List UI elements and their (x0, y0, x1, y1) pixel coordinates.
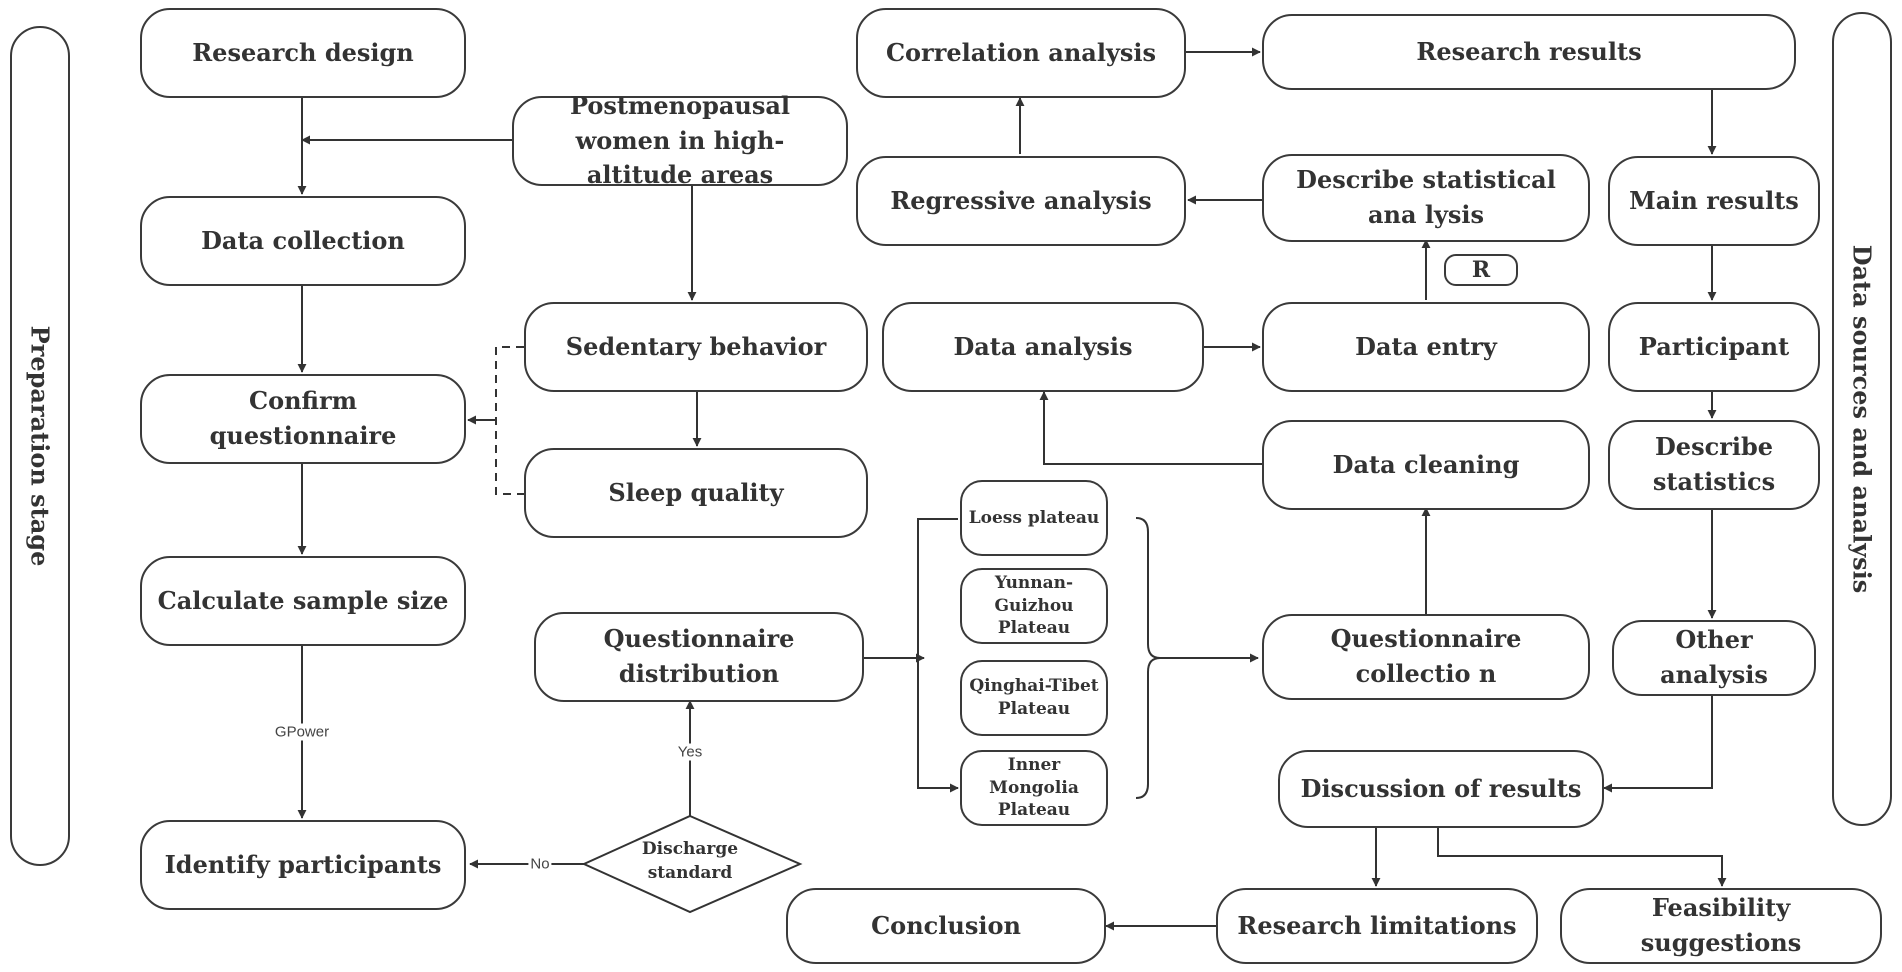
preparation-stage-band: Preparation stage (10, 26, 70, 866)
gpower-edge-label: GPower (272, 723, 332, 741)
arrow-cleaning-to-data-analysis (1039, 391, 1262, 465)
r-tool-tag: R (1444, 254, 1518, 286)
research-limitations-node: Research limitations (1216, 888, 1538, 964)
participant-node: Participant (1608, 302, 1820, 392)
regressive-analysis-node: Regressive analysis (856, 156, 1186, 246)
questionnaire-collection-node: Questionnaire collectio n (1262, 614, 1590, 700)
calculate-sample-size-node: Calculate sample size (140, 556, 466, 646)
research-design-node: Research design (140, 8, 466, 98)
dashed-bracket-factors (495, 346, 524, 495)
loess-plateau-node: Loess plateau (960, 480, 1108, 556)
inner-mongolia-plateau-node: Inner Mongolia Plateau (960, 750, 1108, 826)
correlation-analysis-node: Correlation analysis (856, 8, 1186, 98)
sedentary-behavior-node: Sedentary behavior (524, 302, 868, 392)
plateau-branch-line (917, 518, 959, 793)
data-sources-band: Data sources and analysis (1832, 12, 1892, 826)
yunnan-guizhou-plateau-node: Yunnan-Guizhou Plateau (960, 568, 1108, 644)
data-entry-node: Data entry (1262, 302, 1590, 392)
describe-statistics-node: Describe statistics (1608, 420, 1820, 510)
arrow-discussion-to-feasibility (1437, 828, 1727, 887)
data-collection-node: Data collection (140, 196, 466, 286)
questionnaire-distribution-node: Questionnaire distribution (534, 612, 864, 702)
conclusion-node: Conclusion (786, 888, 1106, 964)
preparation-stage-label: Preparation stage (25, 325, 55, 567)
describe-statistical-analysis-node: Describe statistical ana lysis (1262, 154, 1590, 242)
data-analysis-node: Data analysis (882, 302, 1204, 392)
confirm-questionnaire-node: Confirm questionnaire (140, 374, 466, 464)
identify-participants-node: Identify participants (140, 820, 466, 910)
discharge-diamond (581, 814, 803, 914)
discussion-of-results-node: Discussion of results (1278, 750, 1604, 828)
no-edge-label: No (528, 855, 552, 873)
postmenopausal-women-node: Postmenopausal women in high-altitude ar… (512, 91, 848, 189)
research-results-node: Research results (1262, 14, 1796, 90)
plateau-brace (1135, 517, 1161, 799)
feasibility-suggestions-node: Feasibility suggestions (1560, 888, 1882, 964)
arrow-other-to-discussion (1603, 696, 1713, 793)
data-cleaning-node: Data cleaning (1262, 420, 1590, 510)
yes-edge-label: Yes (675, 743, 705, 761)
data-sources-label: Data sources and analysis (1847, 244, 1877, 594)
main-results-node: Main results (1608, 156, 1820, 246)
sleep-quality-node: Sleep quality (524, 448, 868, 538)
qinghai-tibet-plateau-node: Qinghai-Tibet Plateau (960, 660, 1108, 736)
other-analysis-node: Other analysis (1612, 620, 1816, 696)
discharge-standard-label: Discharge standard (641, 839, 739, 883)
